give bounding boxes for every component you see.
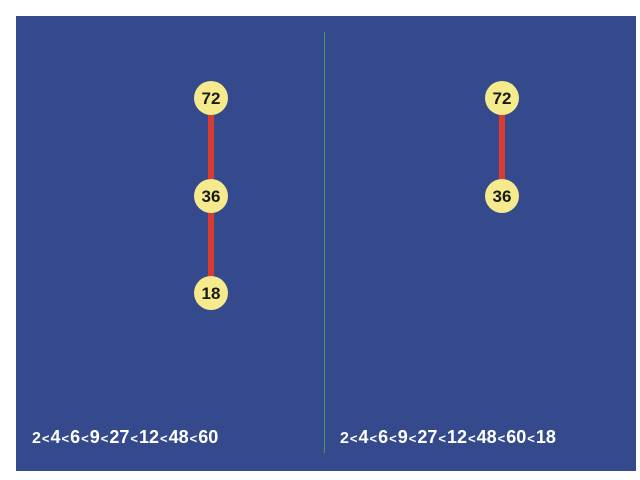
sequence-item: 2 bbox=[340, 430, 349, 447]
node-left-18: 18 bbox=[194, 276, 228, 310]
sequence-separator: < bbox=[497, 431, 506, 446]
node-circle bbox=[194, 81, 228, 115]
sequence-item: 18 bbox=[535, 427, 556, 447]
sequence-separator: < bbox=[159, 431, 168, 446]
sequence-separator: < bbox=[438, 431, 446, 446]
node-right-36: 36 bbox=[485, 179, 519, 213]
sequence-separator: < bbox=[100, 431, 109, 446]
sequence-item: 4 bbox=[50, 427, 61, 447]
sequence-separator: < bbox=[467, 431, 476, 446]
sequence-separator: < bbox=[349, 431, 358, 446]
sequence-separator: < bbox=[61, 431, 70, 446]
node-label: 36 bbox=[493, 187, 512, 206]
sequence-item: 60 bbox=[198, 427, 219, 447]
node-circle bbox=[194, 276, 228, 310]
sequence-item: 48 bbox=[168, 427, 189, 447]
sequence-item: 48 bbox=[476, 427, 497, 447]
sequence-left: 2<4<6<9<27<12<48<60 bbox=[32, 427, 218, 448]
node-label: 72 bbox=[202, 89, 221, 108]
node-left-36: 36 bbox=[194, 179, 228, 213]
sequence-item: 4 bbox=[358, 427, 369, 447]
sequence-separator: < bbox=[408, 431, 417, 446]
sequence-item: 9 bbox=[397, 427, 408, 447]
panel-divider bbox=[324, 32, 325, 453]
node-label: 18 bbox=[202, 284, 221, 303]
tree-left: 72 36 18 bbox=[194, 81, 228, 310]
node-left-72: 72 bbox=[194, 81, 228, 115]
node-right-72: 72 bbox=[485, 81, 519, 115]
sequence-item: 27 bbox=[109, 427, 130, 447]
sequence-separator: < bbox=[389, 431, 397, 446]
tree-right: 72 36 bbox=[485, 81, 519, 213]
sequence-right: 2<4<6<9<27<12<48<60<18 bbox=[340, 427, 556, 448]
sequence-item: 6 bbox=[70, 427, 81, 447]
sequence-separator: < bbox=[189, 431, 198, 446]
node-circle bbox=[485, 179, 519, 213]
sequence-separator: < bbox=[130, 431, 138, 446]
node-circle bbox=[485, 81, 519, 115]
sequence-item: 60 bbox=[506, 427, 527, 447]
sequence-separator: < bbox=[81, 431, 89, 446]
sequence-item: 6 bbox=[378, 427, 389, 447]
node-label: 36 bbox=[202, 187, 221, 206]
sequence-item: 27 bbox=[417, 427, 438, 447]
sequence-item: 12 bbox=[138, 427, 159, 447]
node-label: 72 bbox=[493, 89, 512, 108]
sequence-item: 12 bbox=[446, 427, 467, 447]
sequence-item: 2 bbox=[32, 430, 41, 447]
sequence-separator: < bbox=[41, 431, 50, 446]
sequence-separator: < bbox=[369, 431, 378, 446]
node-circle bbox=[194, 179, 228, 213]
sequence-separator: < bbox=[527, 431, 535, 446]
sequence-item: 9 bbox=[89, 427, 100, 447]
